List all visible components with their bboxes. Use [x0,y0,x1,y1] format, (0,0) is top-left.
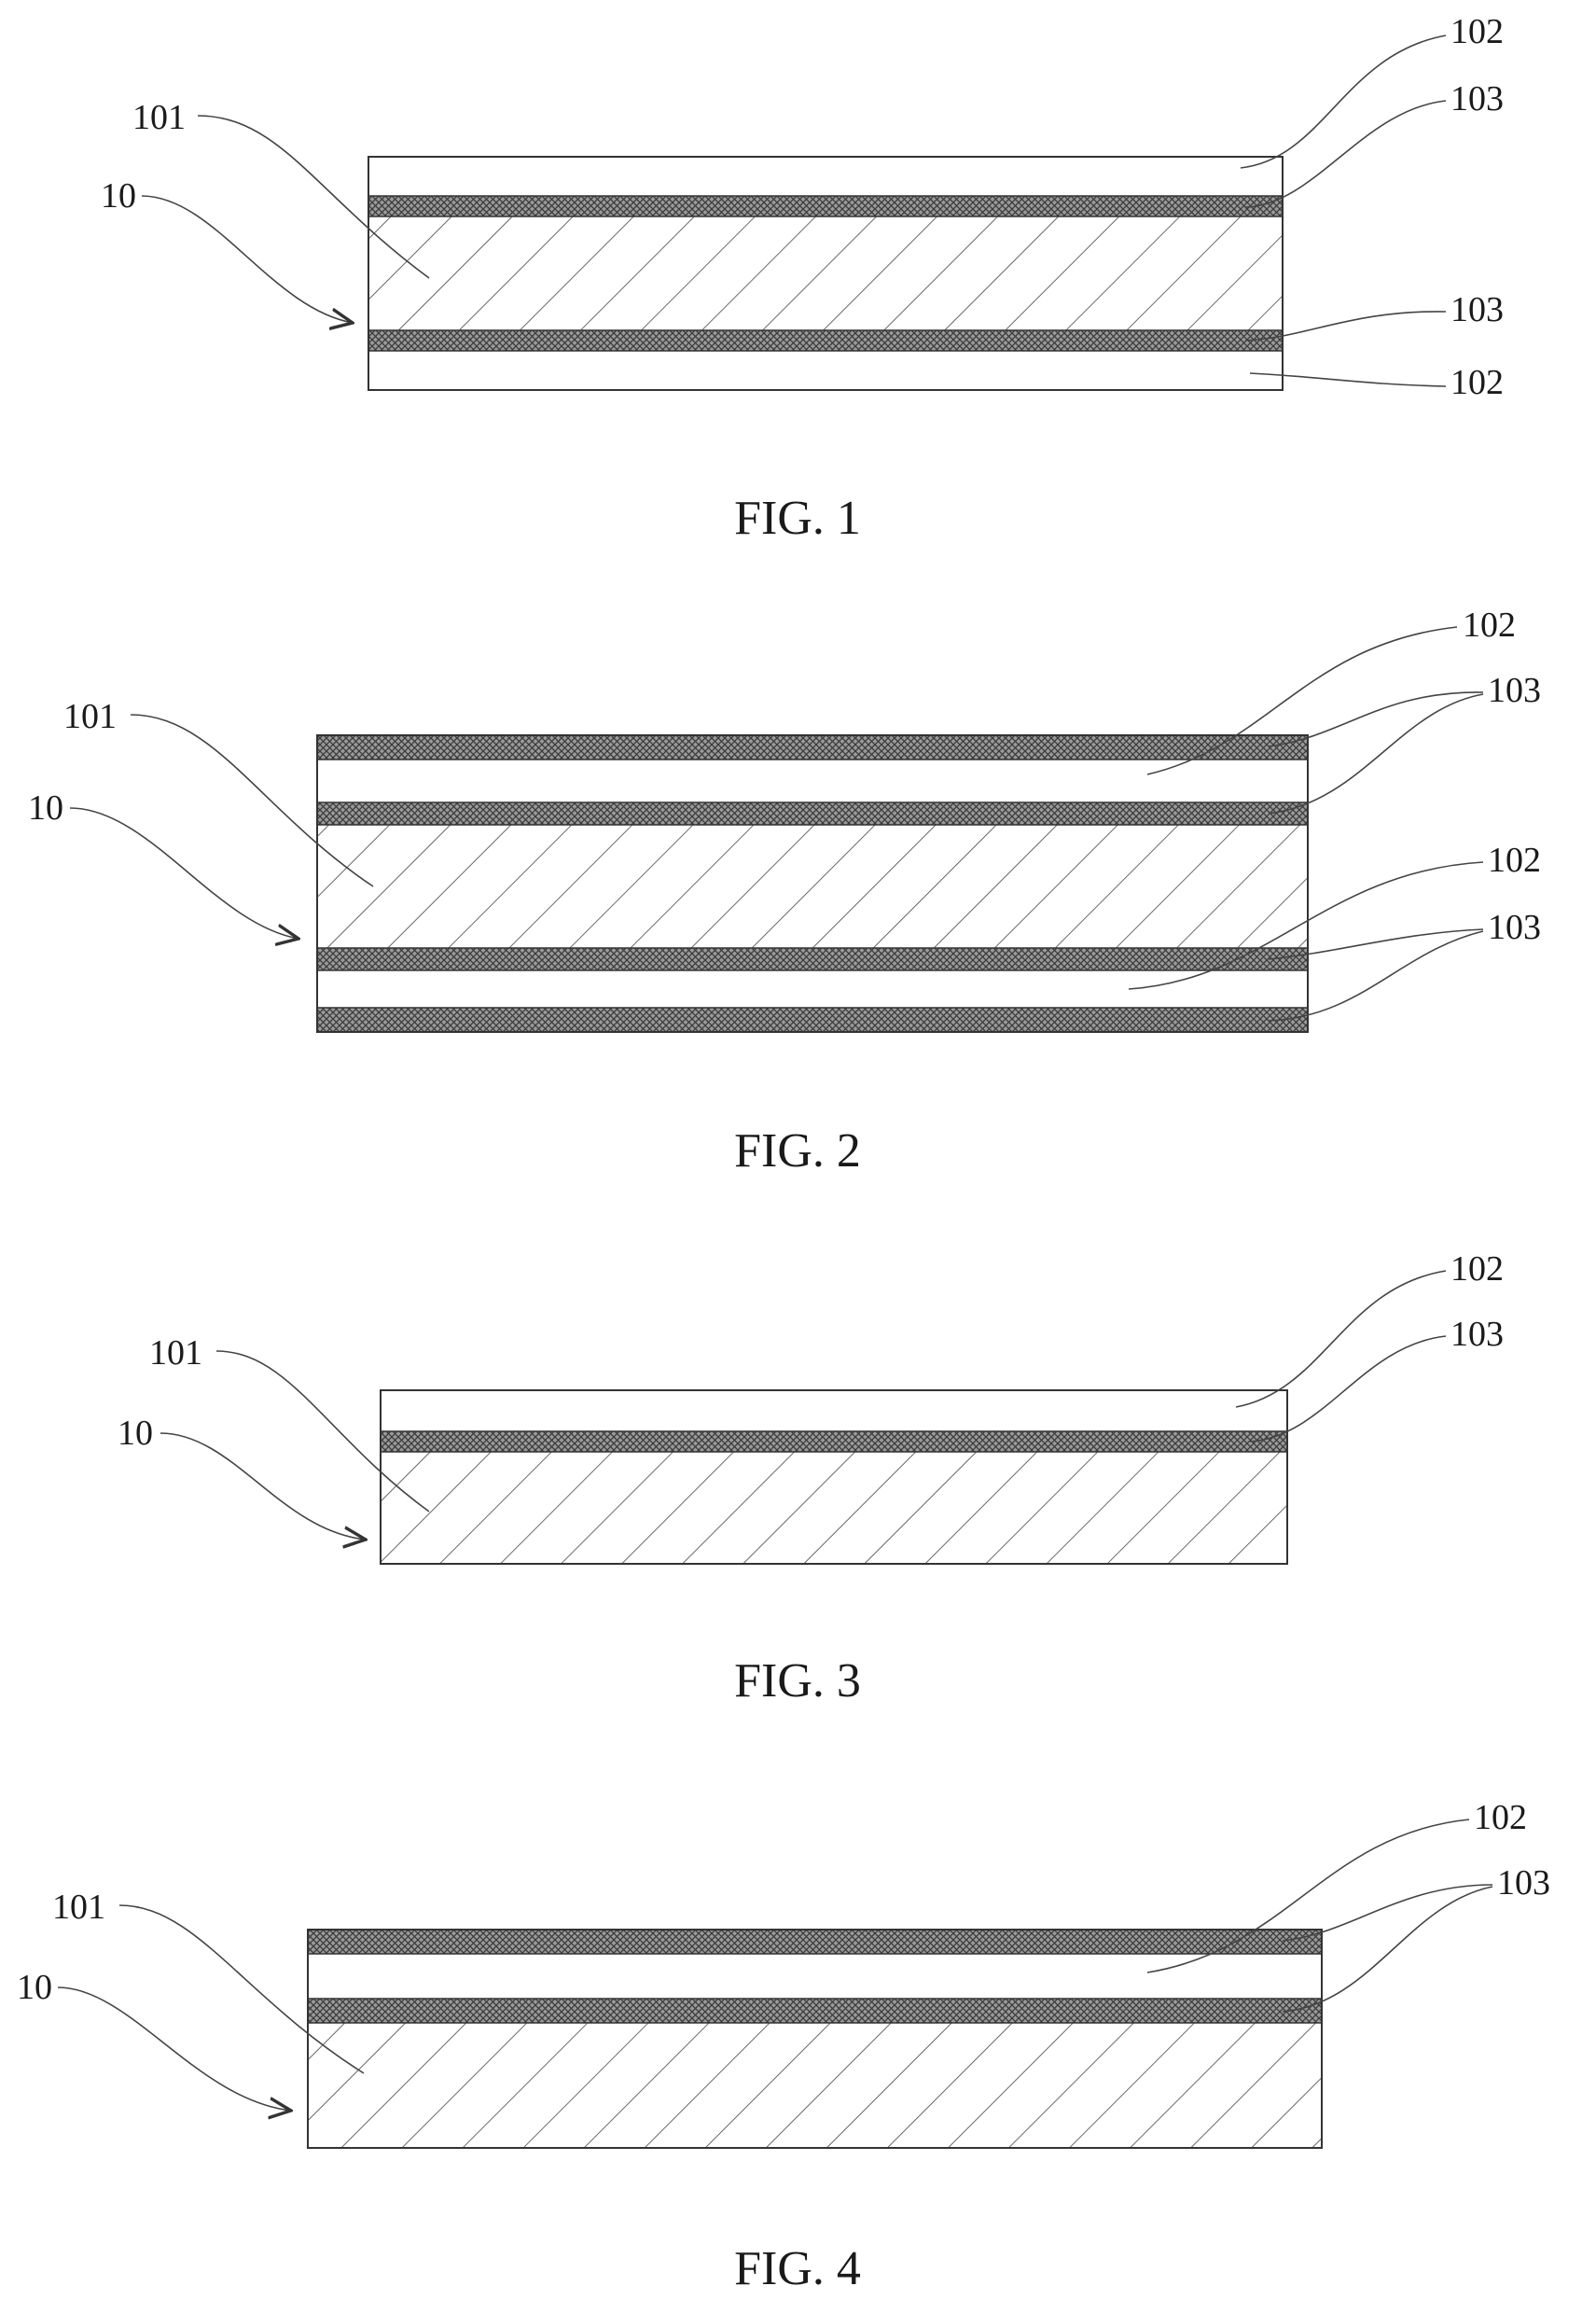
figure-caption: FIG. 2 [734,1124,861,1178]
label-coat-top: 103 [1488,671,1541,710]
outer-layer-top [368,157,1283,196]
label-coat-bottom: 103 [1488,908,1541,947]
label-outer-top: 102 [1450,12,1504,51]
label-outer-top: 102 [1463,606,1516,645]
figure-caption: FIG. 1 [734,492,861,545]
label-outer-bottom: 102 [1488,841,1541,880]
outer-layer-top [381,1390,1287,1431]
figure-2: 101 10 102 103 102 103 FIG. 2 [28,606,1541,1178]
figure-1: 101 10 102 103 103 102 FIG. 1 [101,12,1504,545]
leader-assembly [142,196,353,323]
label-coat-top: 103 [1450,79,1504,118]
coating-layer-top [381,1431,1287,1452]
coating-layer-bottom [368,330,1283,351]
label-assembly: 10 [28,788,63,828]
label-outer-top: 102 [1450,1249,1504,1289]
coating-layer-bottom [317,948,1308,970]
label-outer-bottom: 102 [1450,363,1504,402]
leader-outer-top [1236,1271,1446,1407]
core-layer [308,2023,1322,2148]
leader-assembly [70,808,298,939]
coating-layer-top [308,1999,1322,2023]
coating-layer-outer-top [317,735,1308,760]
label-assembly: 10 [17,1968,52,2007]
label-coat-top: 103 [1450,1315,1504,1354]
core-layer [368,216,1283,330]
leader-outer-top [1241,35,1446,168]
label-core: 101 [132,98,186,137]
label-coat-bottom: 103 [1450,290,1504,329]
outer-layer-bottom [368,351,1283,390]
coating-layer-top [317,802,1308,825]
label-outer-top: 102 [1474,1798,1527,1837]
core-layer [317,825,1308,948]
leader-assembly [160,1433,366,1540]
figure-caption: FIG. 3 [734,1654,861,1708]
outer-layer-top [317,760,1308,802]
figure-caption: FIG. 4 [734,2242,861,2295]
figure-3: 101 10 102 103 FIG. 3 [118,1249,1504,1708]
coating-layer-outer-bottom [317,1008,1308,1032]
coating-layer-outer-top [308,1930,1322,1954]
label-core: 101 [149,1333,202,1373]
leader-assembly [58,1987,291,2111]
label-core: 101 [63,697,117,736]
outer-layer-bottom [317,970,1308,1008]
figure-4: 101 10 102 103 FIG. 4 [17,1798,1550,2295]
label-assembly: 10 [101,176,136,216]
label-assembly: 10 [118,1414,153,1453]
coating-layer-top [368,196,1283,216]
label-coat-top: 103 [1497,1863,1550,1903]
outer-layer-top [308,1954,1322,1999]
label-core: 101 [52,1888,105,1927]
core-layer [381,1452,1287,1564]
